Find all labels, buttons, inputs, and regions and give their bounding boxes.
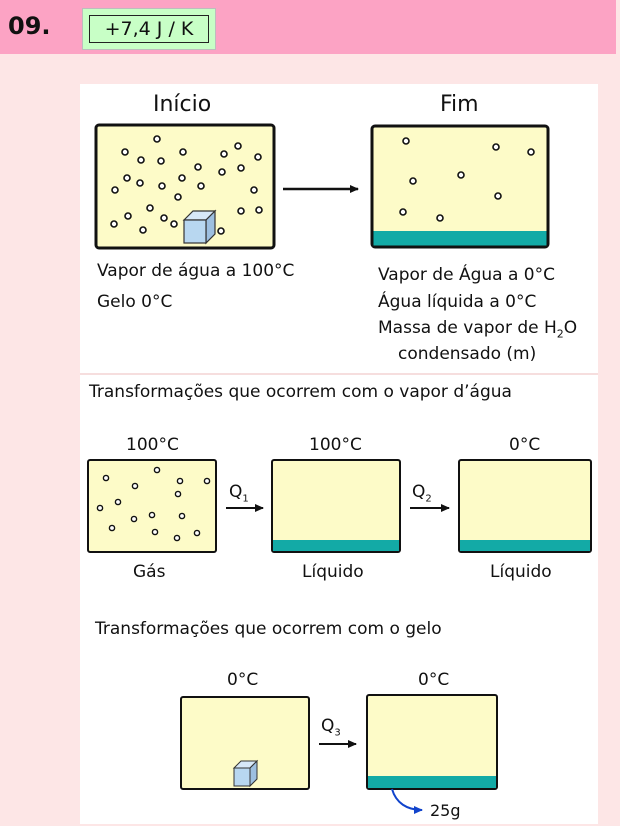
vapor-section-title: Transformações que ocorrem com o vapor d… bbox=[89, 382, 512, 402]
vapor-molecules bbox=[110, 135, 263, 235]
end-label-mass: Massa de vapor de H2O bbox=[378, 318, 578, 341]
temp-gas: 100°C bbox=[126, 435, 179, 455]
end-label-water: Água líquida a 0°C bbox=[378, 292, 537, 312]
end-label-vapor: Vapor de Água a 0°C bbox=[378, 265, 555, 285]
question-number: 09. bbox=[8, 12, 51, 40]
vapor-gas-box bbox=[87, 459, 217, 553]
end-title: Fim bbox=[440, 92, 479, 117]
question-header: 09. +7,4 J / K bbox=[0, 0, 616, 54]
end-label-condensed: condensado (m) bbox=[398, 344, 537, 364]
start-label-ice: Gelo 0°C bbox=[97, 292, 173, 312]
end-container bbox=[370, 124, 550, 249]
start-container bbox=[94, 123, 276, 250]
ice-box-start bbox=[180, 696, 310, 790]
ice-cube bbox=[182, 209, 217, 245]
answer-value: +7,4 J / K bbox=[89, 15, 209, 43]
section-divider bbox=[80, 373, 598, 375]
q3-label: Q3 bbox=[321, 716, 341, 739]
q1-label: Q1 bbox=[229, 482, 249, 505]
start-title: Início bbox=[153, 92, 212, 117]
vapor-liquid-box-1 bbox=[271, 459, 401, 553]
temp-liquid-2: 0°C bbox=[509, 435, 541, 455]
vapor-liquid-box-2 bbox=[458, 459, 592, 553]
start-label-vapor: Vapor de água a 100°C bbox=[97, 261, 295, 281]
state-liquid-1: Líquido bbox=[302, 562, 364, 582]
state-gas: Gás bbox=[133, 562, 166, 582]
temp-ice-end: 0°C bbox=[418, 670, 450, 690]
q2-label: Q2 bbox=[412, 482, 432, 505]
ice-section-title: Transformações que ocorrem com o gelo bbox=[95, 619, 442, 639]
temp-ice-start: 0°C bbox=[227, 670, 259, 690]
temp-liquid-1: 100°C bbox=[309, 435, 362, 455]
answer-box: +7,4 J / K bbox=[82, 8, 216, 50]
ice-box-end bbox=[366, 694, 498, 790]
melted-mass: 25g bbox=[430, 801, 461, 820]
melt-arrow bbox=[391, 788, 423, 814]
state-liquid-2: Líquido bbox=[490, 562, 552, 582]
